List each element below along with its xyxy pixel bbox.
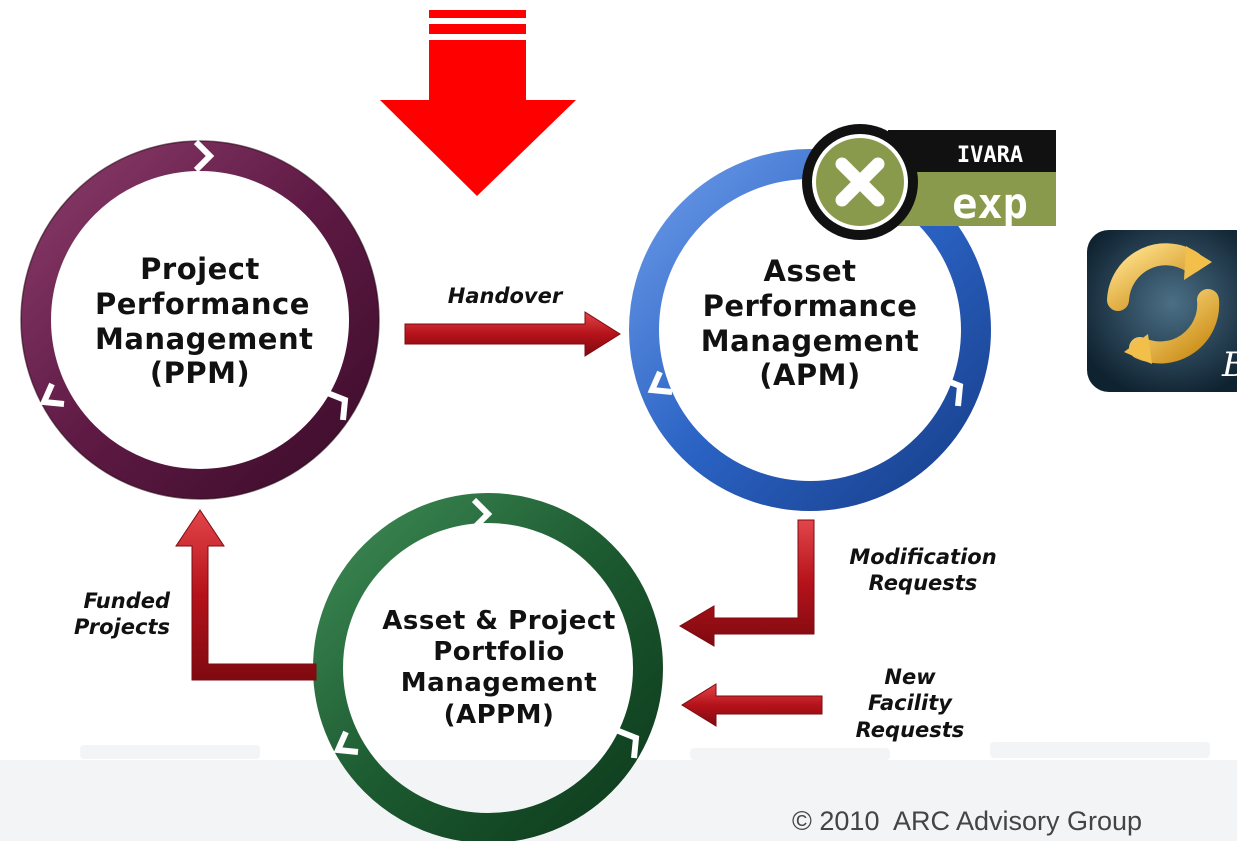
funded-projects-arrow bbox=[175, 509, 317, 681]
copyright-text: © 2010 ARC Advisory Group bbox=[792, 806, 1143, 836]
app-icon-letter: B bbox=[1221, 345, 1237, 385]
new-facility-line1: New bbox=[884, 665, 936, 689]
new-facility-arrow bbox=[681, 683, 823, 727]
apm-label-line2: Performance bbox=[702, 288, 918, 323]
funded-projects-line1: Funded bbox=[83, 589, 170, 613]
modification-requests-line2: Requests bbox=[868, 571, 978, 596]
apm-label-line3: Management bbox=[700, 323, 920, 358]
recycle-arrows-icon bbox=[1107, 243, 1220, 364]
ivara-exp-logo: IVARA exp bbox=[802, 124, 1056, 240]
app-icon: B bbox=[1087, 230, 1237, 392]
ppm-label-line1: Project bbox=[140, 252, 260, 286]
modification-requests-arrow bbox=[679, 519, 815, 647]
appm-label: Asset & Project Portfolio Management (AP… bbox=[368, 606, 630, 731]
ppm-label: Project Performance Management (PPM) bbox=[95, 252, 314, 391]
apm-label: Asset Performance Management (APM) bbox=[700, 254, 920, 393]
apm-label-line4: (APM) bbox=[759, 358, 861, 393]
appm-label-line3: Management bbox=[400, 668, 598, 699]
ivara-bottom-text: exp bbox=[952, 179, 1028, 228]
highlight-down-arrow bbox=[380, 10, 576, 196]
appm-label-line2: Portfolio bbox=[433, 637, 565, 668]
appm-cycle-ring bbox=[313, 493, 663, 841]
apm-label-line1: Asset bbox=[763, 254, 857, 288]
appm-label-line1: Asset & Project bbox=[382, 606, 616, 636]
ppm-label-line2: Performance bbox=[95, 286, 310, 321]
ppm-label-line3: Management bbox=[95, 321, 314, 356]
funded-projects-label: Funded Projects bbox=[40, 588, 170, 641]
ppm-cycle-ring bbox=[20, 139, 380, 500]
ppm-label-line4: (PPM) bbox=[149, 356, 251, 391]
appm-label-line4: (APPM) bbox=[443, 699, 555, 730]
ivara-top-text: IVARA bbox=[957, 143, 1023, 168]
modification-requests-label: Modification Requests bbox=[828, 544, 1018, 597]
handover-arrow bbox=[404, 311, 621, 357]
funded-projects-line2: Projects bbox=[74, 615, 170, 640]
new-facility-line3: Requests bbox=[855, 717, 965, 742]
new-facility-line2: Facility bbox=[868, 691, 952, 716]
new-facility-requests-label: New Facility Requests bbox=[835, 664, 985, 743]
modification-requests-line1: Modification bbox=[849, 545, 997, 569]
handover-label: Handover bbox=[447, 284, 563, 308]
